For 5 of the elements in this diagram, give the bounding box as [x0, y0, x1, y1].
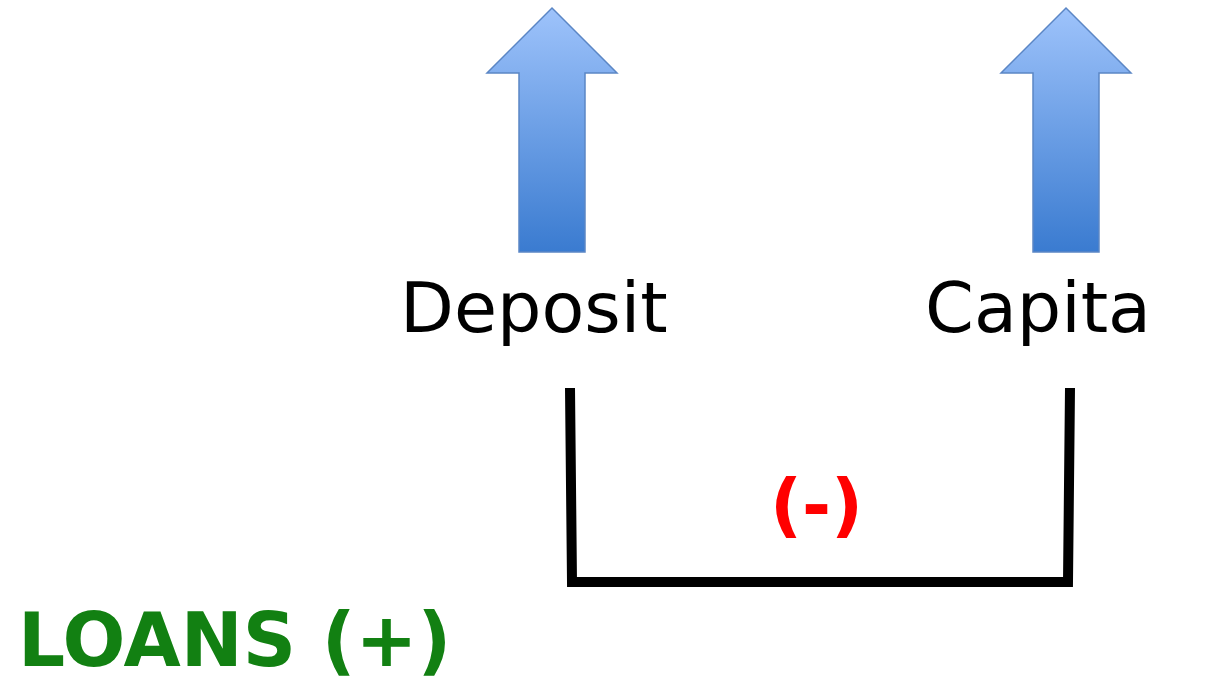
term-label: Deposit: [400, 268, 720, 388]
edge-label: (-): [770, 463, 864, 548]
bracket-connector: [565, 387, 1075, 587]
term-label: Capita: [925, 268, 1215, 388]
heading-text: LOANS (+): [18, 596, 452, 684]
